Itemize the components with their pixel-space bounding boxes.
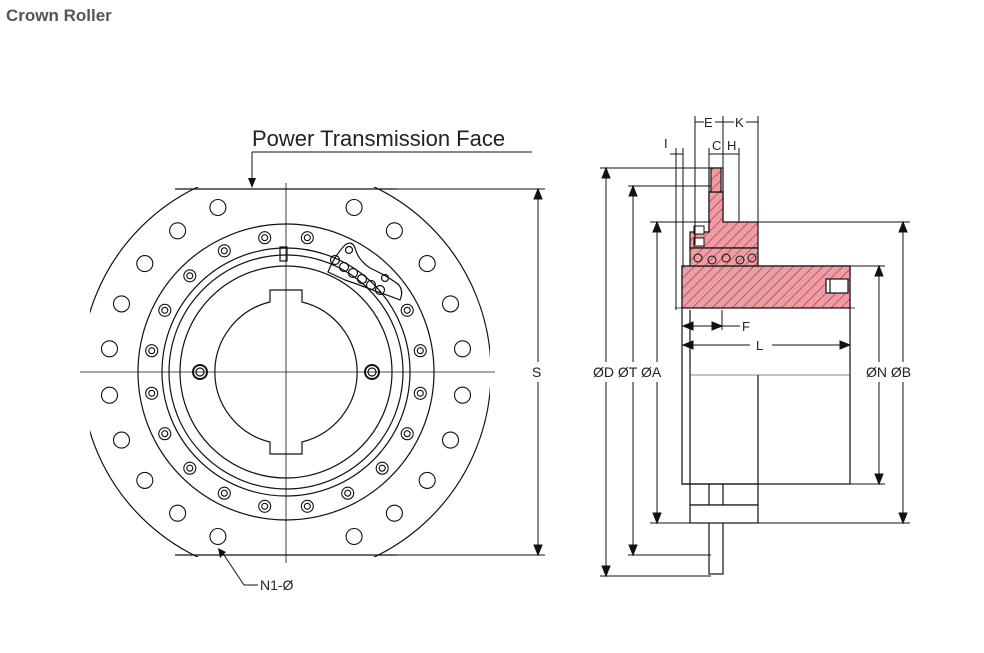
s-label: S <box>532 364 541 380</box>
flange-hole <box>100 386 119 404</box>
flange-hole <box>345 198 363 217</box>
bolt-hole <box>400 427 414 441</box>
dim-c-label: C <box>712 138 721 153</box>
outer-flange-holes <box>100 198 472 546</box>
flange-hole <box>112 431 131 449</box>
flange-hole <box>441 431 460 449</box>
bolt-hole <box>413 344 427 358</box>
flange-hole <box>453 386 472 404</box>
dim-l-label: L <box>756 338 763 353</box>
bolt-hole <box>300 231 314 245</box>
bolt-hole <box>375 461 389 475</box>
bolt-hole <box>400 303 414 317</box>
bore-keyway <box>214 289 358 455</box>
bolt-hole <box>217 486 231 500</box>
dim-f-label: F <box>742 319 750 334</box>
right-diameters-label: ØN ØB <box>866 364 911 380</box>
bolt-hole <box>217 244 231 258</box>
side-set-screw <box>825 278 849 294</box>
flange-hole <box>418 471 436 489</box>
flange-hole <box>385 504 403 522</box>
hole-label: N1-Ø <box>260 577 294 593</box>
flange-hole <box>453 340 472 358</box>
flange-hole <box>345 527 363 546</box>
bolt-hole <box>183 461 197 475</box>
bolt-hole <box>183 269 197 283</box>
flange-hole <box>112 295 131 313</box>
inner-bolt-holes <box>145 231 427 513</box>
side-view <box>675 167 855 575</box>
flange-hole <box>418 255 436 273</box>
dim-e-label: E <box>704 115 713 130</box>
flange-hole <box>100 340 119 358</box>
bolt-hole <box>158 303 172 317</box>
section-hatch-tip <box>710 167 722 193</box>
section-hatch-body <box>681 265 851 309</box>
cutaway-edge <box>327 242 403 301</box>
bolt-hole <box>413 386 427 400</box>
cutaway-rollers <box>329 245 390 296</box>
bolt-hole <box>258 499 272 513</box>
left-diameters-label: ØD ØT ØA <box>593 364 662 380</box>
dim-i-label: I <box>664 136 668 151</box>
bolt-hole <box>258 231 272 245</box>
dim-h-label: H <box>727 138 736 153</box>
side-dimensions <box>600 116 910 578</box>
flange-hole <box>169 504 187 522</box>
roller-details <box>693 225 757 265</box>
flange-hole <box>169 222 187 240</box>
face-label: Power Transmission Face <box>252 126 505 151</box>
side-labels: E K I C H F L ØD ØT ØA ØN ØB <box>593 115 911 380</box>
flange-hole <box>136 255 154 273</box>
flange-hole <box>385 222 403 240</box>
face-callout: Power Transmission Face <box>248 126 532 188</box>
dim-k-label: K <box>735 115 744 130</box>
bolt-hole <box>341 486 355 500</box>
bolt-hole <box>145 386 159 400</box>
bolt-hole <box>145 344 159 358</box>
front-view <box>80 183 495 563</box>
flange-hole <box>136 471 154 489</box>
flange-hole <box>441 295 460 313</box>
bolt-hole <box>300 499 314 513</box>
bolt-hole <box>158 427 172 441</box>
flange-hole <box>209 198 227 217</box>
page-title: Crown Roller <box>6 6 112 25</box>
key-slot <box>279 246 288 262</box>
flange-hole <box>209 527 227 546</box>
hole-callout: N1-Ø <box>218 548 294 593</box>
s-dimension: S <box>375 187 545 557</box>
